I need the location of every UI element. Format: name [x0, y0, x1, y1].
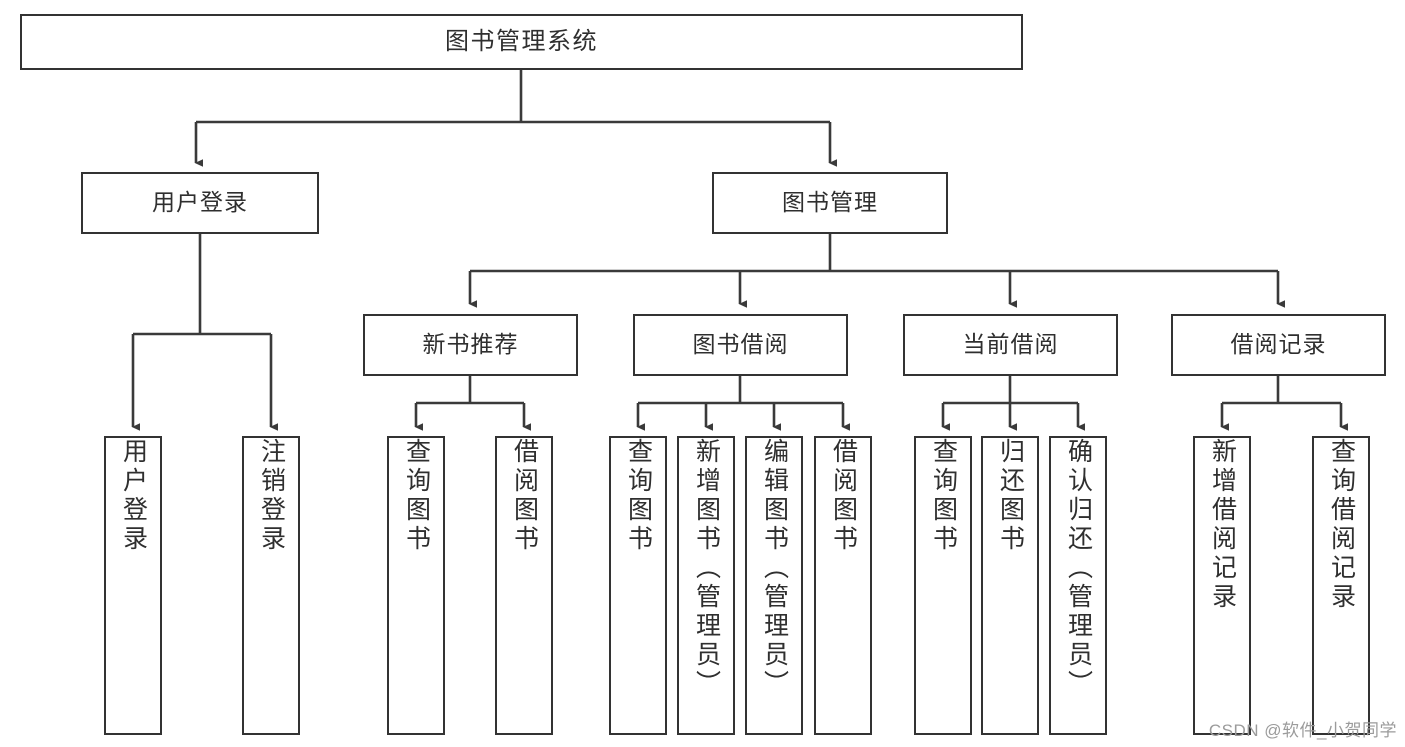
node-user-login-label: 用户登录 [152, 189, 248, 216]
node-current-borrow[interactable]: 当前借阅 [903, 314, 1118, 376]
node-leaf-borrow-book-1-label: 借阅图书 [510, 438, 539, 554]
node-leaf-query-book-1[interactable]: 查询图书 [387, 436, 445, 735]
node-leaf-return-book[interactable]: 归还图书 [981, 436, 1039, 735]
node-leaf-confirm-return-label: 确认归还（管理员） [1064, 438, 1093, 699]
node-root[interactable]: 图书管理系统 [20, 14, 1023, 70]
node-leaf-borrow-book-2-label: 借阅图书 [829, 438, 858, 554]
node-leaf-edit-book-label: 编辑图书（管理员） [760, 438, 789, 699]
node-leaf-logout-login-label: 注销登录 [257, 438, 286, 554]
node-leaf-return-book-label: 归还图书 [996, 438, 1025, 554]
node-leaf-confirm-return[interactable]: 确认归还（管理员） [1049, 436, 1107, 735]
node-leaf-user-login-label: 用户登录 [119, 438, 148, 554]
node-borrow-record[interactable]: 借阅记录 [1171, 314, 1386, 376]
node-book-manage-label: 图书管理 [782, 189, 878, 216]
node-leaf-query-book-2-label: 查询图书 [624, 438, 653, 554]
node-leaf-query-record[interactable]: 查询借阅记录 [1312, 436, 1370, 735]
node-leaf-query-book-2[interactable]: 查询图书 [609, 436, 667, 735]
node-borrow-record-label: 借阅记录 [1230, 331, 1327, 358]
node-leaf-query-record-label: 查询借阅记录 [1327, 438, 1356, 612]
node-new-book-recommend-label: 新书推荐 [422, 331, 519, 358]
node-leaf-query-book-3-label: 查询图书 [929, 438, 958, 554]
node-user-login[interactable]: 用户登录 [81, 172, 319, 234]
node-book-borrow[interactable]: 图书借阅 [633, 314, 848, 376]
node-leaf-user-login[interactable]: 用户登录 [104, 436, 162, 735]
node-leaf-borrow-book-2[interactable]: 借阅图书 [814, 436, 872, 735]
node-book-manage[interactable]: 图书管理 [712, 172, 948, 234]
node-book-borrow-label: 图书借阅 [692, 331, 789, 358]
node-leaf-query-book-1-label: 查询图书 [402, 438, 431, 554]
node-leaf-add-book[interactable]: 新增图书（管理员） [677, 436, 735, 735]
node-leaf-borrow-book-1[interactable]: 借阅图书 [495, 436, 553, 735]
node-leaf-edit-book[interactable]: 编辑图书（管理员） [745, 436, 803, 735]
node-leaf-query-book-3[interactable]: 查询图书 [914, 436, 972, 735]
node-leaf-add-book-label: 新增图书（管理员） [692, 438, 721, 699]
node-leaf-add-record-label: 新增借阅记录 [1208, 438, 1237, 612]
watermark-text: CSDN @软件_小贺同学 [1208, 721, 1397, 740]
node-current-borrow-label: 当前借阅 [962, 331, 1059, 358]
node-root-label: 图书管理系统 [445, 27, 598, 55]
node-leaf-add-record[interactable]: 新增借阅记录 [1193, 436, 1251, 735]
node-leaf-logout-login[interactable]: 注销登录 [242, 436, 300, 735]
node-new-book-recommend[interactable]: 新书推荐 [363, 314, 578, 376]
